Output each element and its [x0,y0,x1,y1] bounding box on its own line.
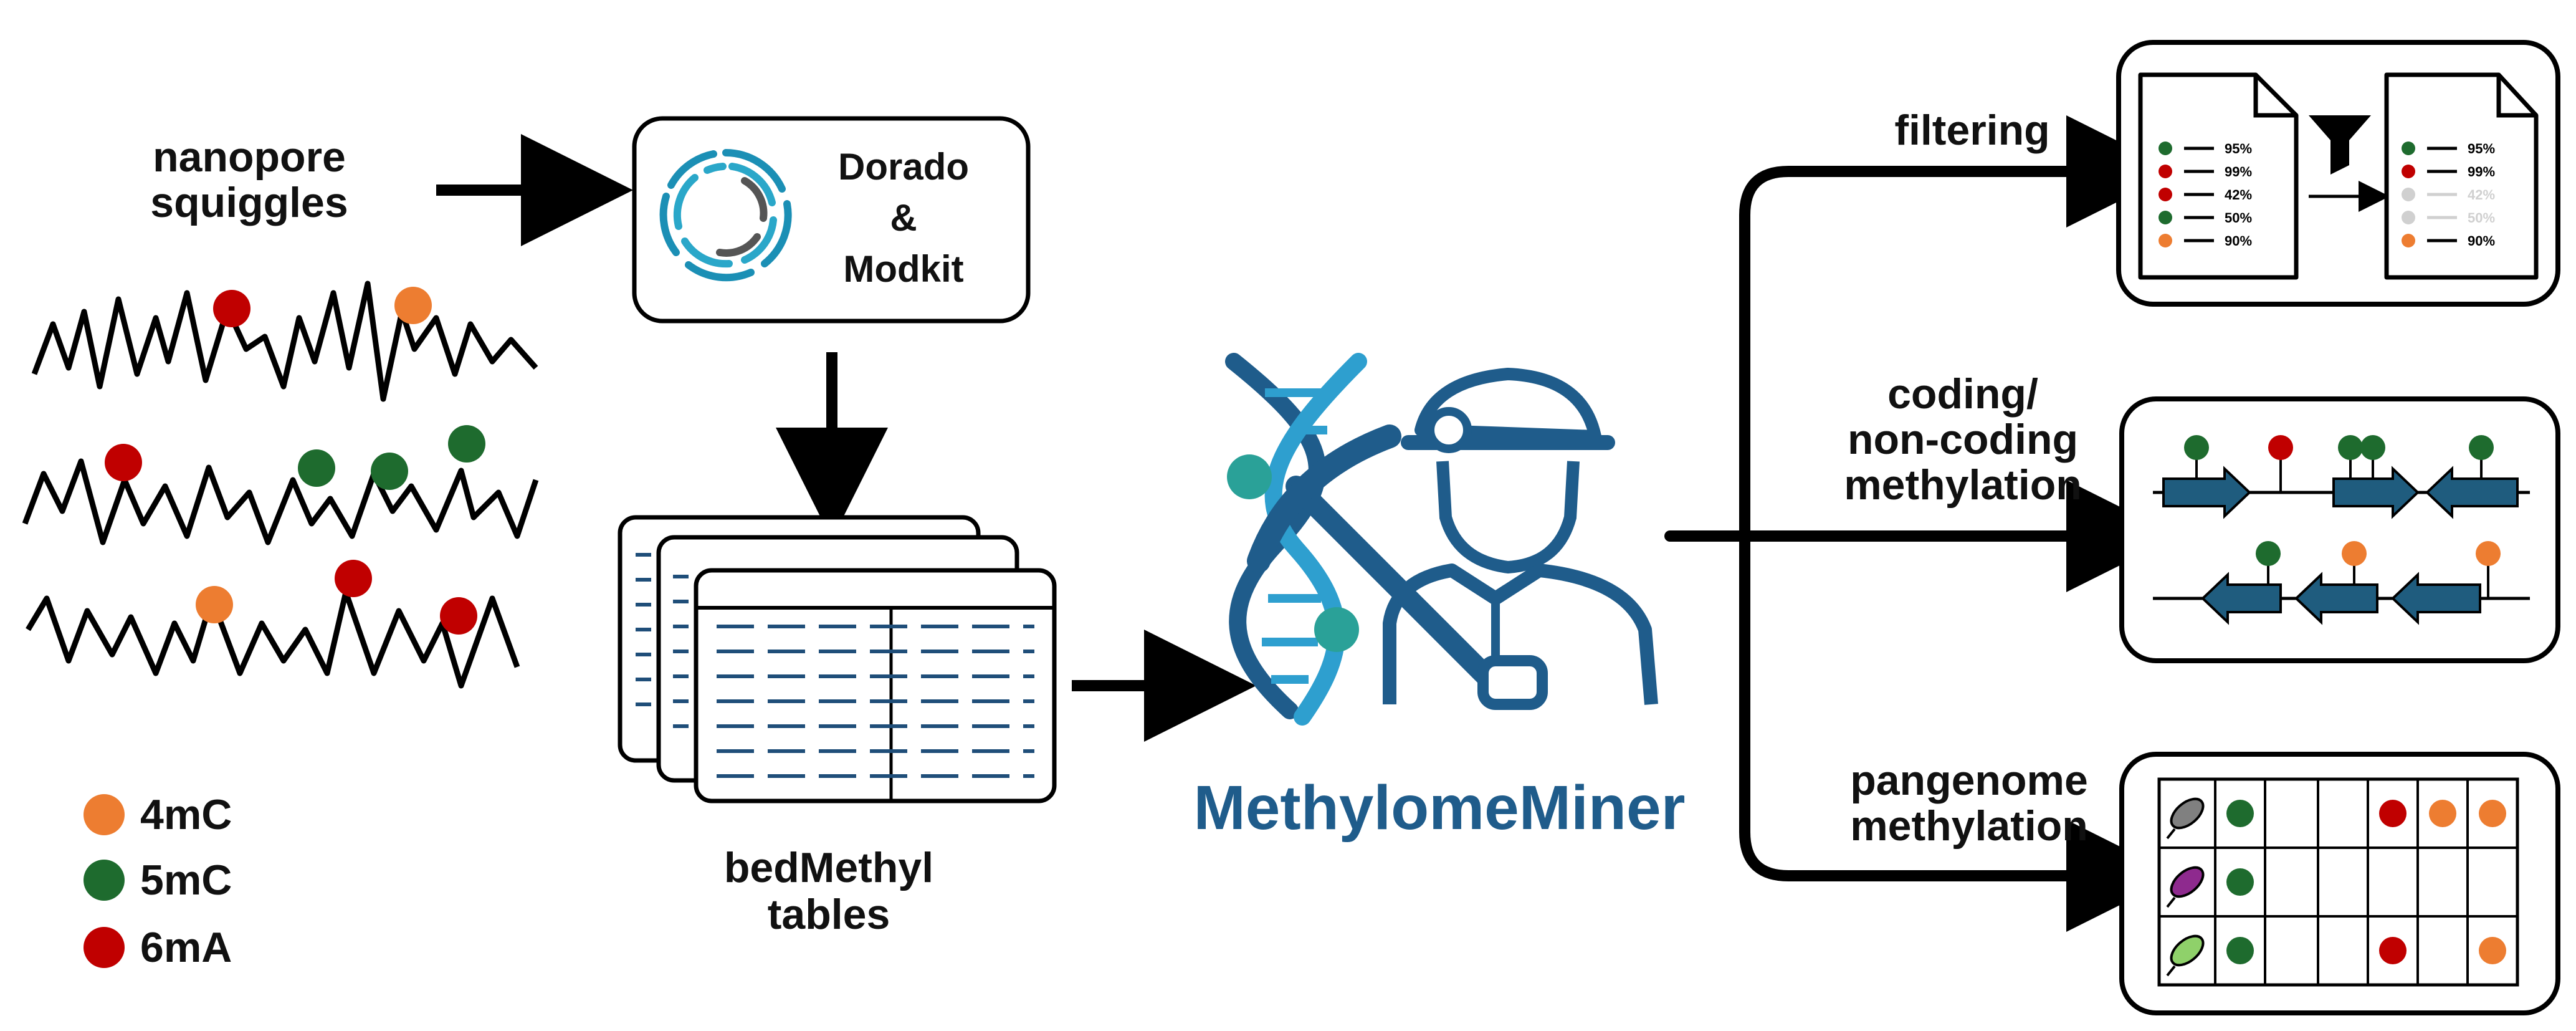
5mC-dot [2226,937,2254,964]
pangenome-grid [2157,777,2519,987]
legend-5mC-swatch [83,860,125,901]
5mC-dot [2226,800,2254,827]
gene-track-top [2153,435,2530,519]
gene-arrow-reverse [2391,572,2481,625]
5mC-dot [2159,141,2172,155]
site-percentage: 42% [2225,187,2252,203]
5mC-dot [371,453,408,490]
6mA-dot [2379,937,2407,964]
bacterium-icon [2166,866,2205,908]
site-percentage: 42% [2468,187,2495,203]
brand-wordmark: MethylomeMiner [1193,773,1685,843]
5mC-dot [2360,435,2385,460]
4mC-dot [196,586,233,623]
gene-arrow-reverse [2425,466,2519,519]
5mC-dot [2402,211,2415,224]
4mC-dot [2159,234,2172,247]
site-percentage: 95% [2225,141,2252,156]
5mC-dot [448,425,485,463]
dorado-logo-icon [659,149,792,282]
5mC-dot [2338,435,2363,460]
4mC-dot [394,287,432,324]
4mC-dot [2429,800,2456,827]
6mA-dot [213,290,250,327]
5mC-dot [298,449,335,487]
modification-legend: 4mC 5mC 6mA [83,791,232,971]
legend-4mC-swatch [83,794,125,835]
site-percentage: 50% [2225,210,2252,226]
filter-after-list: 95% 99% 42% 50% 90% [2402,141,2495,249]
site-percentage: 99% [2468,164,2495,180]
6mA-dot [2159,188,2172,201]
legend-4mC-label: 4mC [140,791,232,838]
gene-arrow-forward [2332,466,2420,519]
6mA-dot [335,560,372,597]
bacterium-icon [2166,934,2205,977]
6mA-dot [2402,165,2415,178]
4mC-dot [2479,937,2506,964]
squiggle-trace [31,281,538,402]
coding-label-line3: methylation [1844,461,2082,509]
tool-label-line3: Modkit [843,248,963,290]
5mC-dot [2159,211,2172,224]
tables-label-line1: bedMethyl [724,844,933,891]
site-percentage: 99% [2225,164,2252,180]
6mA-dot [105,444,142,481]
pangenome-label-line2: methylation [1850,802,2088,850]
squiggle-modifications [105,287,485,635]
5mC-dot [2184,435,2209,460]
squiggle-traces [22,281,539,689]
tool-label-line2: & [890,197,917,239]
pangenome-label-line1: pangenome [1850,757,2088,804]
legend-6mA-swatch [83,927,125,968]
basecaller-box [632,116,1031,324]
bacterium-icon [2166,797,2205,840]
6mA-dot [440,597,477,635]
5mC-dot [2226,868,2254,896]
site-percentage: 50% [2468,210,2495,226]
miner-icon [1247,368,1658,710]
site-percentage: 90% [2225,233,2252,249]
site-percentage: 95% [2468,141,2495,156]
gene-track-bottom [2153,541,2530,625]
site-percentage: 90% [2468,233,2495,249]
coding-label-line1: coding/ [1887,370,2038,418]
6mA-dot [2379,800,2407,827]
squiggle-trace [22,458,539,545]
filter-before-list: 95% 99% 42% 50% 90% [2159,141,2252,249]
table-stack-icon [618,515,1057,803]
6mA-dot [2268,435,2293,460]
document-icon [2384,72,2539,280]
gene-arrow-reverse [2294,572,2378,625]
5mC-dot [2256,541,2281,566]
squiggle-trace [26,589,520,689]
6mA-dot [2159,165,2172,178]
4mC-dot [2342,541,2367,566]
coding-panel [2119,396,2560,663]
gene-arrow-forward [2162,466,2251,519]
dna-icon [1225,353,1367,726]
funnel-icon [2309,115,2371,175]
input-label-line1: nanopore [153,133,346,181]
pangenome-dots [2226,800,2506,964]
4mC-dot [2479,800,2506,827]
branch-connector [1664,115,2178,932]
document-icon [2138,72,2299,280]
legend-5mC-label: 5mC [140,856,232,904]
5mC-dot [2469,435,2494,460]
legend-6mA-label: 6mA [140,924,232,971]
6mA-dot [2402,188,2415,201]
5mC-dot [2402,141,2415,155]
tables-label-line2: tables [768,891,890,938]
filtering-label: filtering [1894,107,2049,154]
input-label-line2: squiggles [150,179,348,226]
4mC-dot [2476,541,2501,566]
coding-label-line2: non-coding [1848,416,2078,463]
gene-arrow-reverse [2201,572,2282,625]
tool-label-line1: Dorado [838,146,969,188]
4mC-dot [2402,234,2415,247]
